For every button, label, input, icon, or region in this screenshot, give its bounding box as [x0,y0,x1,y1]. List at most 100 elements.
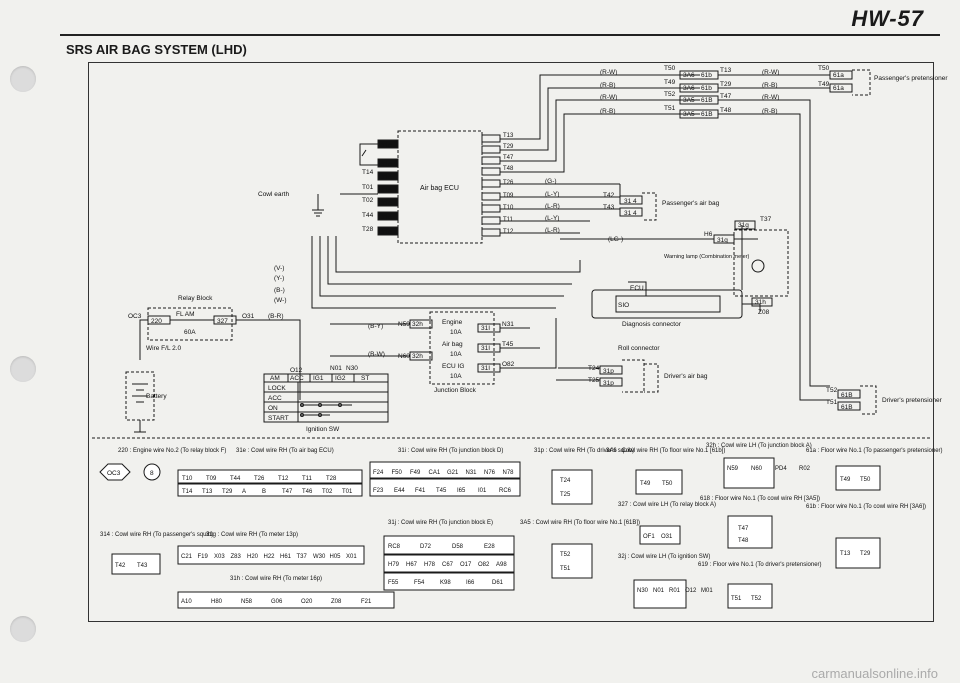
pin-box [377,211,399,221]
svg-text:32j : Cowl wire LH (To ignitio: 32j : Cowl wire LH (To ignition SW) [618,554,710,560]
conn-32h [723,457,775,489]
svg-text:220: 220 [151,318,162,325]
svg-text:Warning lamp (Combination mete: Warning lamp (Combination meter) [664,254,750,260]
connector-cell: T26 [254,476,265,482]
connector-cell: H80 [211,599,223,605]
connector-cell: T44 [230,476,241,482]
svg-text:(B-Y): (B-Y) [368,323,383,330]
svg-text:T49: T49 [664,79,676,86]
svg-text:Roll connector: Roll connector [618,345,660,352]
svg-text:ST: ST [361,375,369,382]
svg-text:31p: 31p [603,368,614,375]
connector-cell: H05 [330,554,342,560]
ecu-left-loop [359,143,378,166]
conn-327 [639,525,681,545]
pin-T29: T29 [503,144,514,150]
svg-text:Battery: Battery [146,393,167,400]
svg-text:(G-): (G-) [545,178,557,185]
pin-T10: T10 [503,205,514,211]
svg-text:N30: N30 [346,365,358,372]
connector-cell: I65 [457,488,466,494]
connector-cell: T29 [860,551,871,557]
connector-cell: N78 [503,470,515,476]
connector-cell: A [242,489,246,495]
conn-31p [551,469,593,505]
connector-cell: N01 [653,588,665,594]
binder-hole [10,356,36,382]
connector-cell: H20 [247,554,259,560]
svg-text:T52: T52 [664,91,676,98]
svg-text:T49: T49 [818,81,830,88]
connector-cell: F50 [392,470,403,476]
connector-cell: O17 [460,562,472,568]
connector-cell: D58 [452,544,464,550]
roll-wires [556,367,600,381]
svg-text:AM: AM [270,375,280,382]
connector-cell: F55 [388,580,399,586]
binder-hole [10,616,36,642]
pin-box [377,171,399,181]
pin-31e: 31e [381,229,392,236]
connector-cell: H22 [264,554,276,560]
conn-31h [177,591,395,609]
svg-text:(V-): (V-) [274,265,284,272]
conn-314 [111,553,161,575]
svg-text:T43: T43 [603,204,615,211]
connector-cell: PD4 [775,466,787,472]
svg-text:IG1: IG1 [313,375,324,382]
connector-cell: B [262,489,266,495]
pin-31e: 31e [381,187,392,194]
svg-text:31j : Cowl wire RH (To junctio: 31j : Cowl wire RH (To junction block E) [388,520,493,526]
connector-cell: CA1 [429,470,441,476]
svg-text:60A: 60A [184,329,196,336]
svg-text:T42: T42 [603,192,615,199]
connector-cell: H79 [388,562,400,568]
svg-text:31 4: 31 4 [624,210,637,217]
connector-cell: T28 [326,476,337,482]
connector-cell: E28 [484,544,495,550]
svg-text:61B: 61B [701,111,713,118]
connector-cell: T09 [206,476,217,482]
connector-cell: N60 [751,466,763,472]
connector-cell: D61 [492,580,504,586]
svg-text:START: START [268,415,289,422]
pin-box [377,158,399,168]
connector-cell: T50 [860,477,871,483]
svg-text:31h : Cowl wire RH (To meter 1: 31h : Cowl wire RH (To meter 16p) [230,576,322,582]
v-wires [311,236,581,309]
connector-cell: T02 [322,489,333,495]
svg-text:(R-W): (R-W) [600,69,617,76]
pin-31e: 31e [381,200,392,207]
svg-text:(B-W): (B-W) [368,351,385,358]
pin-box [377,184,399,194]
svg-text:T50: T50 [818,65,830,72]
svg-text:(R-B): (R-B) [600,82,616,89]
svg-text:(B-): (B-) [274,287,285,294]
connector-cell: O82 [478,562,490,568]
svg-text:ON: ON [268,405,278,412]
connector-cell: A10 [181,599,192,605]
connector-cell: T45 [436,488,447,494]
connector-cell: C21 [181,554,193,560]
svg-text:61b : Floor wire No.1 (To cowl: 61b : Floor wire No.1 (To cowl wire RH [… [806,504,926,510]
pin-31e: 31e [381,174,392,181]
svg-text:31g: 31g [738,222,749,229]
conn-31j [383,535,515,591]
svg-text:LOCK: LOCK [268,385,286,392]
connector-cell: T47 [738,526,749,532]
svg-text:T51: T51 [664,105,676,112]
connector-cell: G06 [271,599,283,605]
svg-text:FL AM: FL AM [176,311,195,318]
connector-cell: T49 [840,477,851,483]
svg-text:61b: 61b [701,85,712,92]
passenger-pretensioner-label: Passenger's pretensioner [874,75,948,82]
svg-text:31e : Cowl wire RH (To air bag: 31e : Cowl wire RH (To air bag ECU) [236,448,334,454]
svg-text:(Y-): (Y-) [274,275,284,282]
svg-text:3A5: 3A5 [683,111,695,118]
svg-text:31p : Cowl wire RH (To driver': 31p : Cowl wire RH (To driver's squib) [534,448,634,454]
svg-text:Wire F/L 2.0: Wire F/L 2.0 [146,345,182,352]
connector-cell: T48 [738,538,749,544]
conn-61a [835,465,881,491]
svg-text:OC3: OC3 [107,470,121,477]
svg-text:3A6: 3A6 [683,85,695,92]
